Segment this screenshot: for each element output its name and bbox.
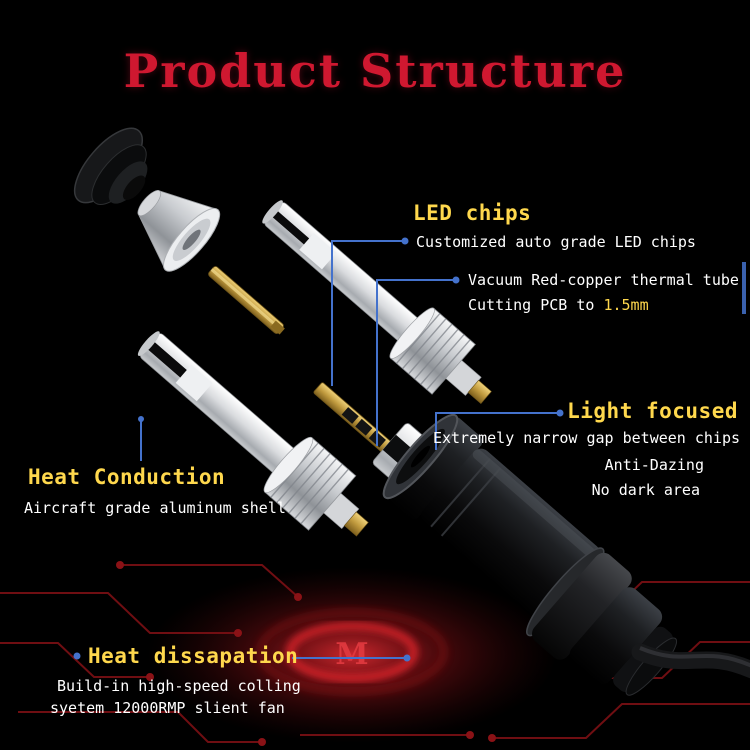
- thermal-tube-line1: Vacuum Red-copper thermal tube: [468, 271, 739, 289]
- lower-aluminum-shell: [137, 331, 369, 537]
- heat-sink-cone: [137, 190, 221, 272]
- glow-ring-outer: [257, 609, 447, 695]
- heat-conduction-desc: Aircraft grade aluminum shell: [24, 499, 286, 517]
- heat-dissipation-line2: syetem 12000RMP slient fan: [50, 699, 285, 717]
- led-chips-desc: Customized auto grade LED chips: [416, 233, 696, 251]
- emblem-letter: M: [335, 637, 368, 672]
- heat-dissipation-heading: Heat dissapation: [88, 644, 299, 668]
- heat-conduction-heading: Heat Conduction: [28, 465, 226, 489]
- thermal-tube-line2-prefix: Cutting PCB to: [468, 296, 604, 314]
- power-wire: [631, 643, 750, 679]
- glow-ring-inner: [286, 622, 418, 682]
- light-focused-line3: No dark area: [591, 481, 700, 499]
- upper-aluminum-shell: [262, 200, 492, 404]
- connector-dots: [73, 237, 564, 662]
- light-focused-line2: Anti-Dazing: [604, 456, 704, 474]
- page-title: Product Structure: [123, 44, 627, 98]
- connector-lines: [140, 240, 746, 659]
- light-focused-heading: Light focused: [567, 399, 738, 423]
- thermal-tube-line2-value: 1.5mm: [603, 296, 649, 314]
- led-chips-heading: LED chips: [413, 201, 532, 225]
- copper-pcb-rod: [208, 266, 285, 335]
- circuit-board-pattern: M: [0, 559, 750, 746]
- thermal-tube-line2: Cutting PCB to 1.5mm: [468, 296, 649, 314]
- dust-cap: [73, 127, 148, 205]
- light-focused-line1: Extremely narrow gap between chips: [432, 429, 740, 447]
- heat-dissipation-line1: Build-in high-speed colling: [57, 677, 301, 695]
